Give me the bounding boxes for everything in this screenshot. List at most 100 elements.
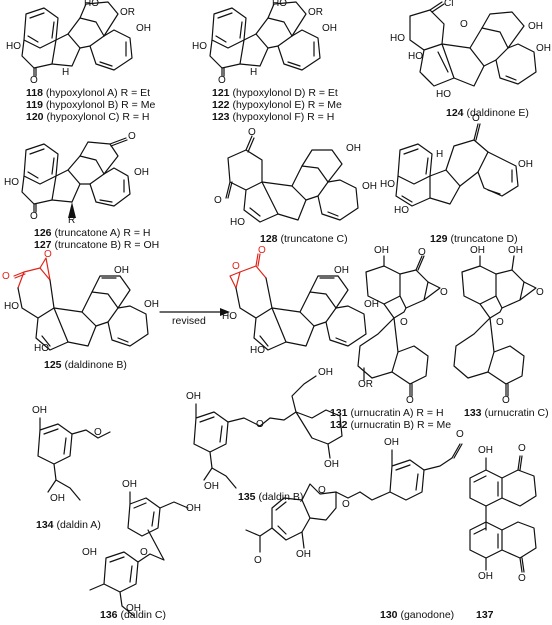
atom-label: HO xyxy=(408,51,423,62)
structure-131-132 xyxy=(357,255,441,397)
atom-label: OH xyxy=(324,459,339,470)
atom-label: OH xyxy=(144,299,159,310)
atom-label: H xyxy=(250,67,258,78)
atom-label: O xyxy=(30,211,38,222)
compound-label: 121 (hypoxylonol D) R = Et xyxy=(212,87,338,99)
atom-label: OH xyxy=(478,571,493,582)
structure-135 xyxy=(193,375,343,489)
structure-129 xyxy=(395,123,519,207)
atom-label: O xyxy=(460,19,468,30)
atom-label: OH xyxy=(32,405,47,416)
atom-label: O xyxy=(2,271,10,282)
atom-label: OH xyxy=(346,143,361,154)
atom-label: O xyxy=(30,75,38,86)
structure-118-120 xyxy=(21,1,133,77)
compound-label: 129 (truncatone D) xyxy=(430,233,518,245)
atom-label: HO xyxy=(390,33,405,44)
atom-label: HO xyxy=(394,205,409,216)
atom-label: O xyxy=(232,261,240,272)
structure-124 xyxy=(409,1,537,87)
atom-label: O xyxy=(128,131,136,142)
atom-label: O xyxy=(318,485,326,496)
atom-label: HO xyxy=(272,0,287,9)
atom-label: O xyxy=(518,443,526,454)
atom-label: OH xyxy=(122,479,137,490)
atom-label: HO xyxy=(222,311,237,322)
structure-130 xyxy=(245,443,463,553)
atom-label: OH xyxy=(322,23,337,34)
compound-label: 135 (daldin B) xyxy=(238,491,304,503)
atom-label: HO xyxy=(6,41,21,52)
atom-label: OH xyxy=(364,299,379,310)
atom-label: OH xyxy=(126,603,141,614)
atom-label: OH xyxy=(114,265,129,276)
atom-label: HO xyxy=(4,301,19,312)
compound-label: 134 (daldin A) xyxy=(36,519,101,531)
compound-label: 118 (hypoxylonol A) R = Et xyxy=(26,87,151,99)
atom-label: OH xyxy=(470,245,485,256)
compound-label: 137 xyxy=(476,609,494,621)
compound-label: 126 (truncatone A) R = H xyxy=(34,227,151,239)
compound-label: 120 (hypoxylonol C) R = H xyxy=(26,111,150,123)
structure-125 xyxy=(13,257,149,351)
structure-134 xyxy=(37,417,111,501)
atom-label: OH xyxy=(362,181,377,192)
atom-label: OH xyxy=(50,493,65,504)
atom-label: OH xyxy=(528,21,543,32)
atom-label: O xyxy=(496,317,504,328)
atom-label: OH xyxy=(134,167,149,178)
structure-121-123 xyxy=(209,1,321,77)
compound-label: 119 (hypoxylonol B) R = Me xyxy=(26,99,156,111)
atom-label: O xyxy=(258,245,266,256)
atom-label: OH xyxy=(384,437,399,448)
atom-label: O xyxy=(248,127,256,138)
structure-125-revised xyxy=(229,253,367,351)
arrow-label: revised xyxy=(172,315,206,327)
atom-label: HO xyxy=(436,89,451,100)
atom-label: O xyxy=(406,395,414,406)
atom-label: OH xyxy=(82,547,97,558)
atom-label: OH xyxy=(518,159,533,170)
atom-label: O xyxy=(440,287,448,298)
atom-label: OH xyxy=(478,445,493,456)
atom-label: H xyxy=(62,67,70,78)
atom-label: O xyxy=(400,317,408,328)
atom-label: OR xyxy=(120,7,135,18)
atom-label: O xyxy=(140,547,148,558)
structure-136 xyxy=(89,491,189,617)
atom-label: Cl xyxy=(444,0,454,9)
atom-label: OH xyxy=(334,265,349,276)
atom-label: HO xyxy=(380,179,395,190)
structure-126-127 xyxy=(21,137,131,218)
compound-label: 131 (urnucratin A) R = H xyxy=(330,407,444,419)
atom-label: R xyxy=(68,215,76,226)
atom-label: H xyxy=(436,149,444,160)
atom-label: O xyxy=(214,195,222,206)
atom-label: OH xyxy=(186,391,201,402)
revision-arrow xyxy=(159,308,230,316)
atom-label: O xyxy=(342,499,350,510)
atom-label: HO xyxy=(34,343,49,354)
structure-137 xyxy=(469,455,537,573)
atom-label: O xyxy=(518,573,526,584)
atom-label: OH xyxy=(508,245,523,256)
compound-label: 128 (truncatone C) xyxy=(260,233,348,245)
compound-label: 127 (truncatone B) R = OH xyxy=(34,239,160,251)
atom-label: HO xyxy=(84,0,99,9)
compound-label: 133 (urnucratin C) xyxy=(464,407,549,419)
compound-label: 123 (hypoxylonol F) R = H xyxy=(212,111,335,123)
atom-label: OH xyxy=(186,503,201,514)
atom-label: O xyxy=(502,395,510,406)
atom-label: HO xyxy=(230,217,245,228)
structure-128 xyxy=(225,135,359,223)
atom-label: O xyxy=(44,249,52,260)
atom-label: HO xyxy=(192,41,207,52)
atom-label: O xyxy=(256,419,264,430)
atom-label: O xyxy=(418,247,426,258)
atom-label: OH xyxy=(204,481,219,492)
compound-label: 124 (daldinone E) xyxy=(446,107,529,119)
atom-label: HO xyxy=(4,177,19,188)
compound-label: 125 (daldinone B) xyxy=(44,359,127,371)
